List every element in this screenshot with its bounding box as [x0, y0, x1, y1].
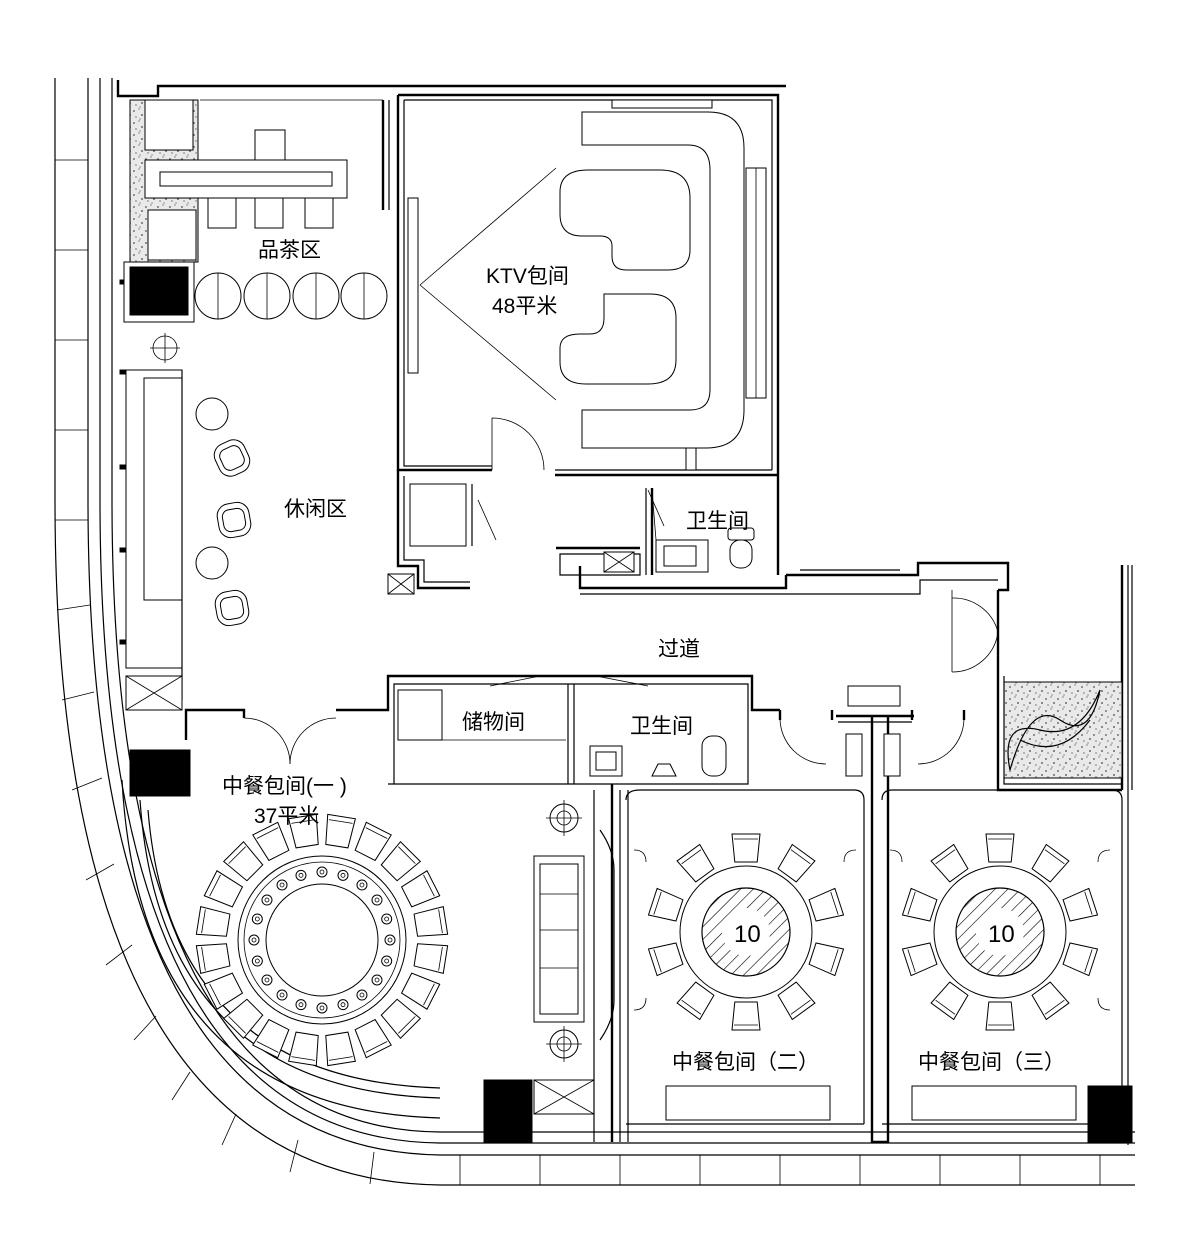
place-setting [316, 866, 328, 878]
chair [325, 813, 357, 849]
chair [413, 905, 449, 937]
chair [380, 998, 422, 1040]
label-ktv-room: KTV包间 [486, 265, 569, 288]
chair [195, 943, 231, 975]
chair [777, 843, 816, 883]
place-setting [384, 934, 396, 946]
place-setting [251, 955, 263, 967]
chair [222, 998, 264, 1040]
chair [325, 1031, 357, 1067]
chair [985, 1001, 1015, 1031]
label-dining-room-3: 中餐包间（三） [918, 1051, 1065, 1074]
place-setting [276, 879, 288, 891]
chair [400, 870, 441, 908]
label-corridor: 过道 [658, 638, 700, 661]
chair [203, 870, 244, 908]
place-setting [356, 879, 368, 891]
label-lounge: 休闲区 [284, 498, 347, 521]
place-setting [295, 869, 307, 881]
place-setting [381, 913, 393, 925]
table-3-seat-count: 10 [988, 921, 1015, 948]
chair [647, 942, 684, 977]
dining-table-10-seats-2 [901, 833, 1099, 1031]
place-setting [248, 934, 260, 946]
label-storage: 储物间 [462, 711, 525, 734]
place-setting [381, 955, 393, 967]
corridor-walls [580, 561, 1133, 1145]
chair [901, 887, 938, 922]
chair [1031, 981, 1070, 1021]
label-dining-room-1-area: 37平米 [254, 805, 319, 828]
dining-table-large [195, 813, 449, 1067]
label-restroom-mid: 卫生间 [630, 715, 693, 738]
chair [287, 813, 319, 849]
lounge-area [125, 369, 252, 711]
label-dining-room-2: 中餐包间（二） [672, 1051, 819, 1074]
place-setting [276, 989, 288, 1001]
chair [930, 843, 969, 883]
chair [252, 1018, 290, 1059]
storage-and-restroom [184, 674, 780, 785]
chair [287, 1031, 319, 1067]
chair [676, 981, 715, 1021]
chair [354, 821, 392, 862]
chair [676, 843, 715, 883]
chair [203, 972, 244, 1010]
chair [808, 942, 845, 977]
tea-area [116, 80, 786, 363]
exterior-facade [54, 78, 1135, 1186]
chair [1062, 942, 1099, 977]
place-setting [295, 999, 307, 1011]
chair [222, 840, 264, 882]
dining-partitions [129, 685, 1133, 1144]
place-setting [356, 989, 368, 1001]
chair [731, 833, 761, 863]
place-setting [261, 974, 273, 986]
chair [1031, 843, 1070, 883]
chair [808, 887, 845, 922]
dining-table-10-seats [647, 833, 845, 1031]
chair [413, 943, 449, 975]
place-setting [251, 913, 263, 925]
label-restroom-top: 卫生间 [686, 510, 749, 533]
label-dining-room-1: 中餐包间(一 ) [222, 775, 347, 798]
lounge-armchairs [213, 439, 252, 627]
place-setting [371, 894, 383, 906]
chair [731, 1001, 761, 1031]
chair [354, 1018, 392, 1059]
chair [195, 905, 231, 937]
chair [400, 972, 441, 1010]
table-2-seat-count: 10 [734, 921, 761, 948]
place-setting [261, 894, 273, 906]
chair [647, 887, 684, 922]
restroom-top [387, 470, 788, 595]
chair [380, 840, 422, 882]
place-setting [371, 974, 383, 986]
chair [252, 821, 290, 862]
chair [901, 942, 938, 977]
chair [985, 833, 1015, 863]
chair [1062, 887, 1099, 922]
chair [777, 981, 816, 1021]
tea-stools [194, 272, 388, 320]
dining1-furniture [533, 800, 585, 1062]
ktv-room [396, 93, 780, 575]
place-setting [337, 869, 349, 881]
place-setting [337, 999, 349, 1011]
label-tea-area: 品茶区 [258, 239, 321, 262]
chair [930, 981, 969, 1021]
lazy-susan [265, 883, 379, 997]
label-ktv-area: 48平米 [492, 295, 557, 318]
place-setting [316, 1002, 328, 1014]
